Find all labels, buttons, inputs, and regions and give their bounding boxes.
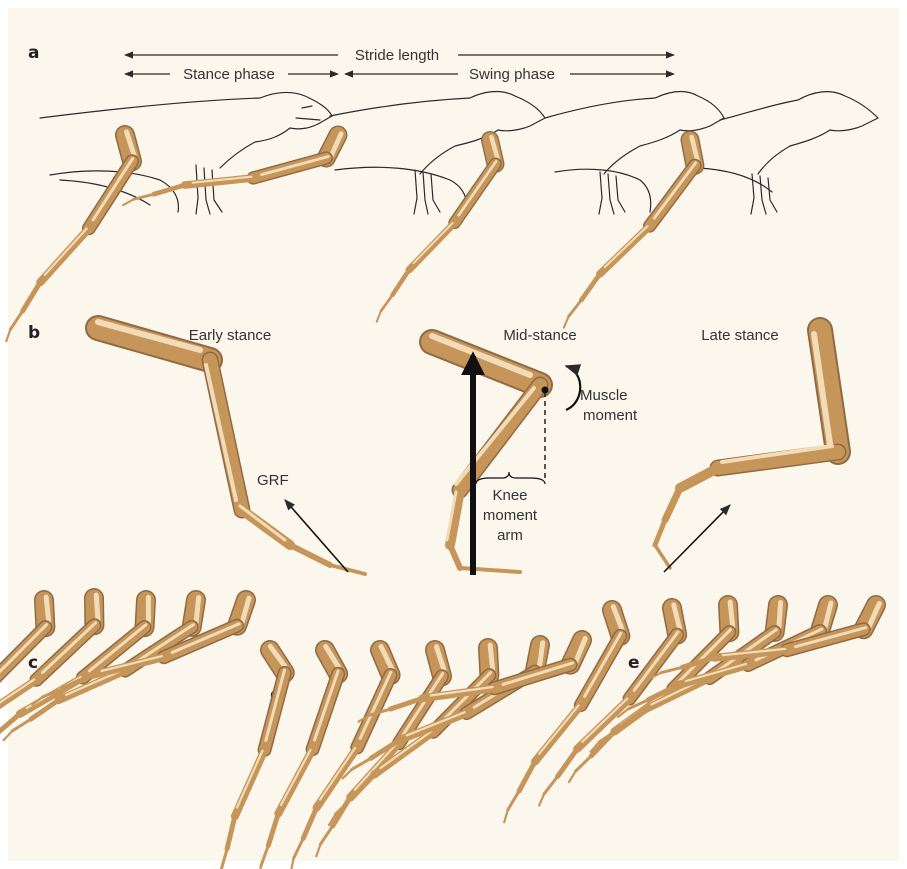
grf-label: GRF <box>257 472 289 489</box>
limb-mid-stance <box>432 336 540 572</box>
stance-phase-label: Stance phase <box>183 66 275 83</box>
panel-e-label: e <box>628 653 640 673</box>
panel-a-label: a <box>28 43 39 63</box>
knee-moment-arm-bracket <box>476 472 545 484</box>
panel-c: c <box>0 591 249 777</box>
grf-late-stance-arrow <box>664 505 730 572</box>
knee-label-line2: moment <box>483 507 538 524</box>
muscle-label-line1: Muscle <box>580 387 628 404</box>
panel-b-label: b <box>28 323 40 343</box>
muscle-label-line2: moment <box>583 407 638 424</box>
late-stance-label: Late stance <box>701 327 779 344</box>
muscle-moment-arrow <box>566 366 580 410</box>
limb-early-stance <box>98 322 365 574</box>
limb-late-stance <box>655 330 838 568</box>
panel-b: b Early stance Mid-stance Late stance GR… <box>28 322 838 575</box>
trex-outline-1 <box>40 92 332 214</box>
limb-a2 <box>123 98 341 240</box>
swing-phase-label: Swing phase <box>469 66 555 83</box>
limb-a1 <box>0 132 187 342</box>
knee-label-line3: arm <box>497 527 523 544</box>
panel-a: a Stride length Stance phase Swing phase <box>0 43 878 341</box>
trex-outline-2 <box>330 92 545 214</box>
knee-label-line1: Knee <box>492 487 527 504</box>
panel-c-label: c <box>28 653 38 673</box>
trex-outline-4 <box>700 92 878 214</box>
stride-length-label: Stride length <box>355 47 439 64</box>
limb-a3 <box>325 137 542 322</box>
mid-stance-label: Mid-stance <box>503 327 576 344</box>
early-stance-label: Early stance <box>189 327 272 344</box>
limb-a4 <box>513 137 743 328</box>
